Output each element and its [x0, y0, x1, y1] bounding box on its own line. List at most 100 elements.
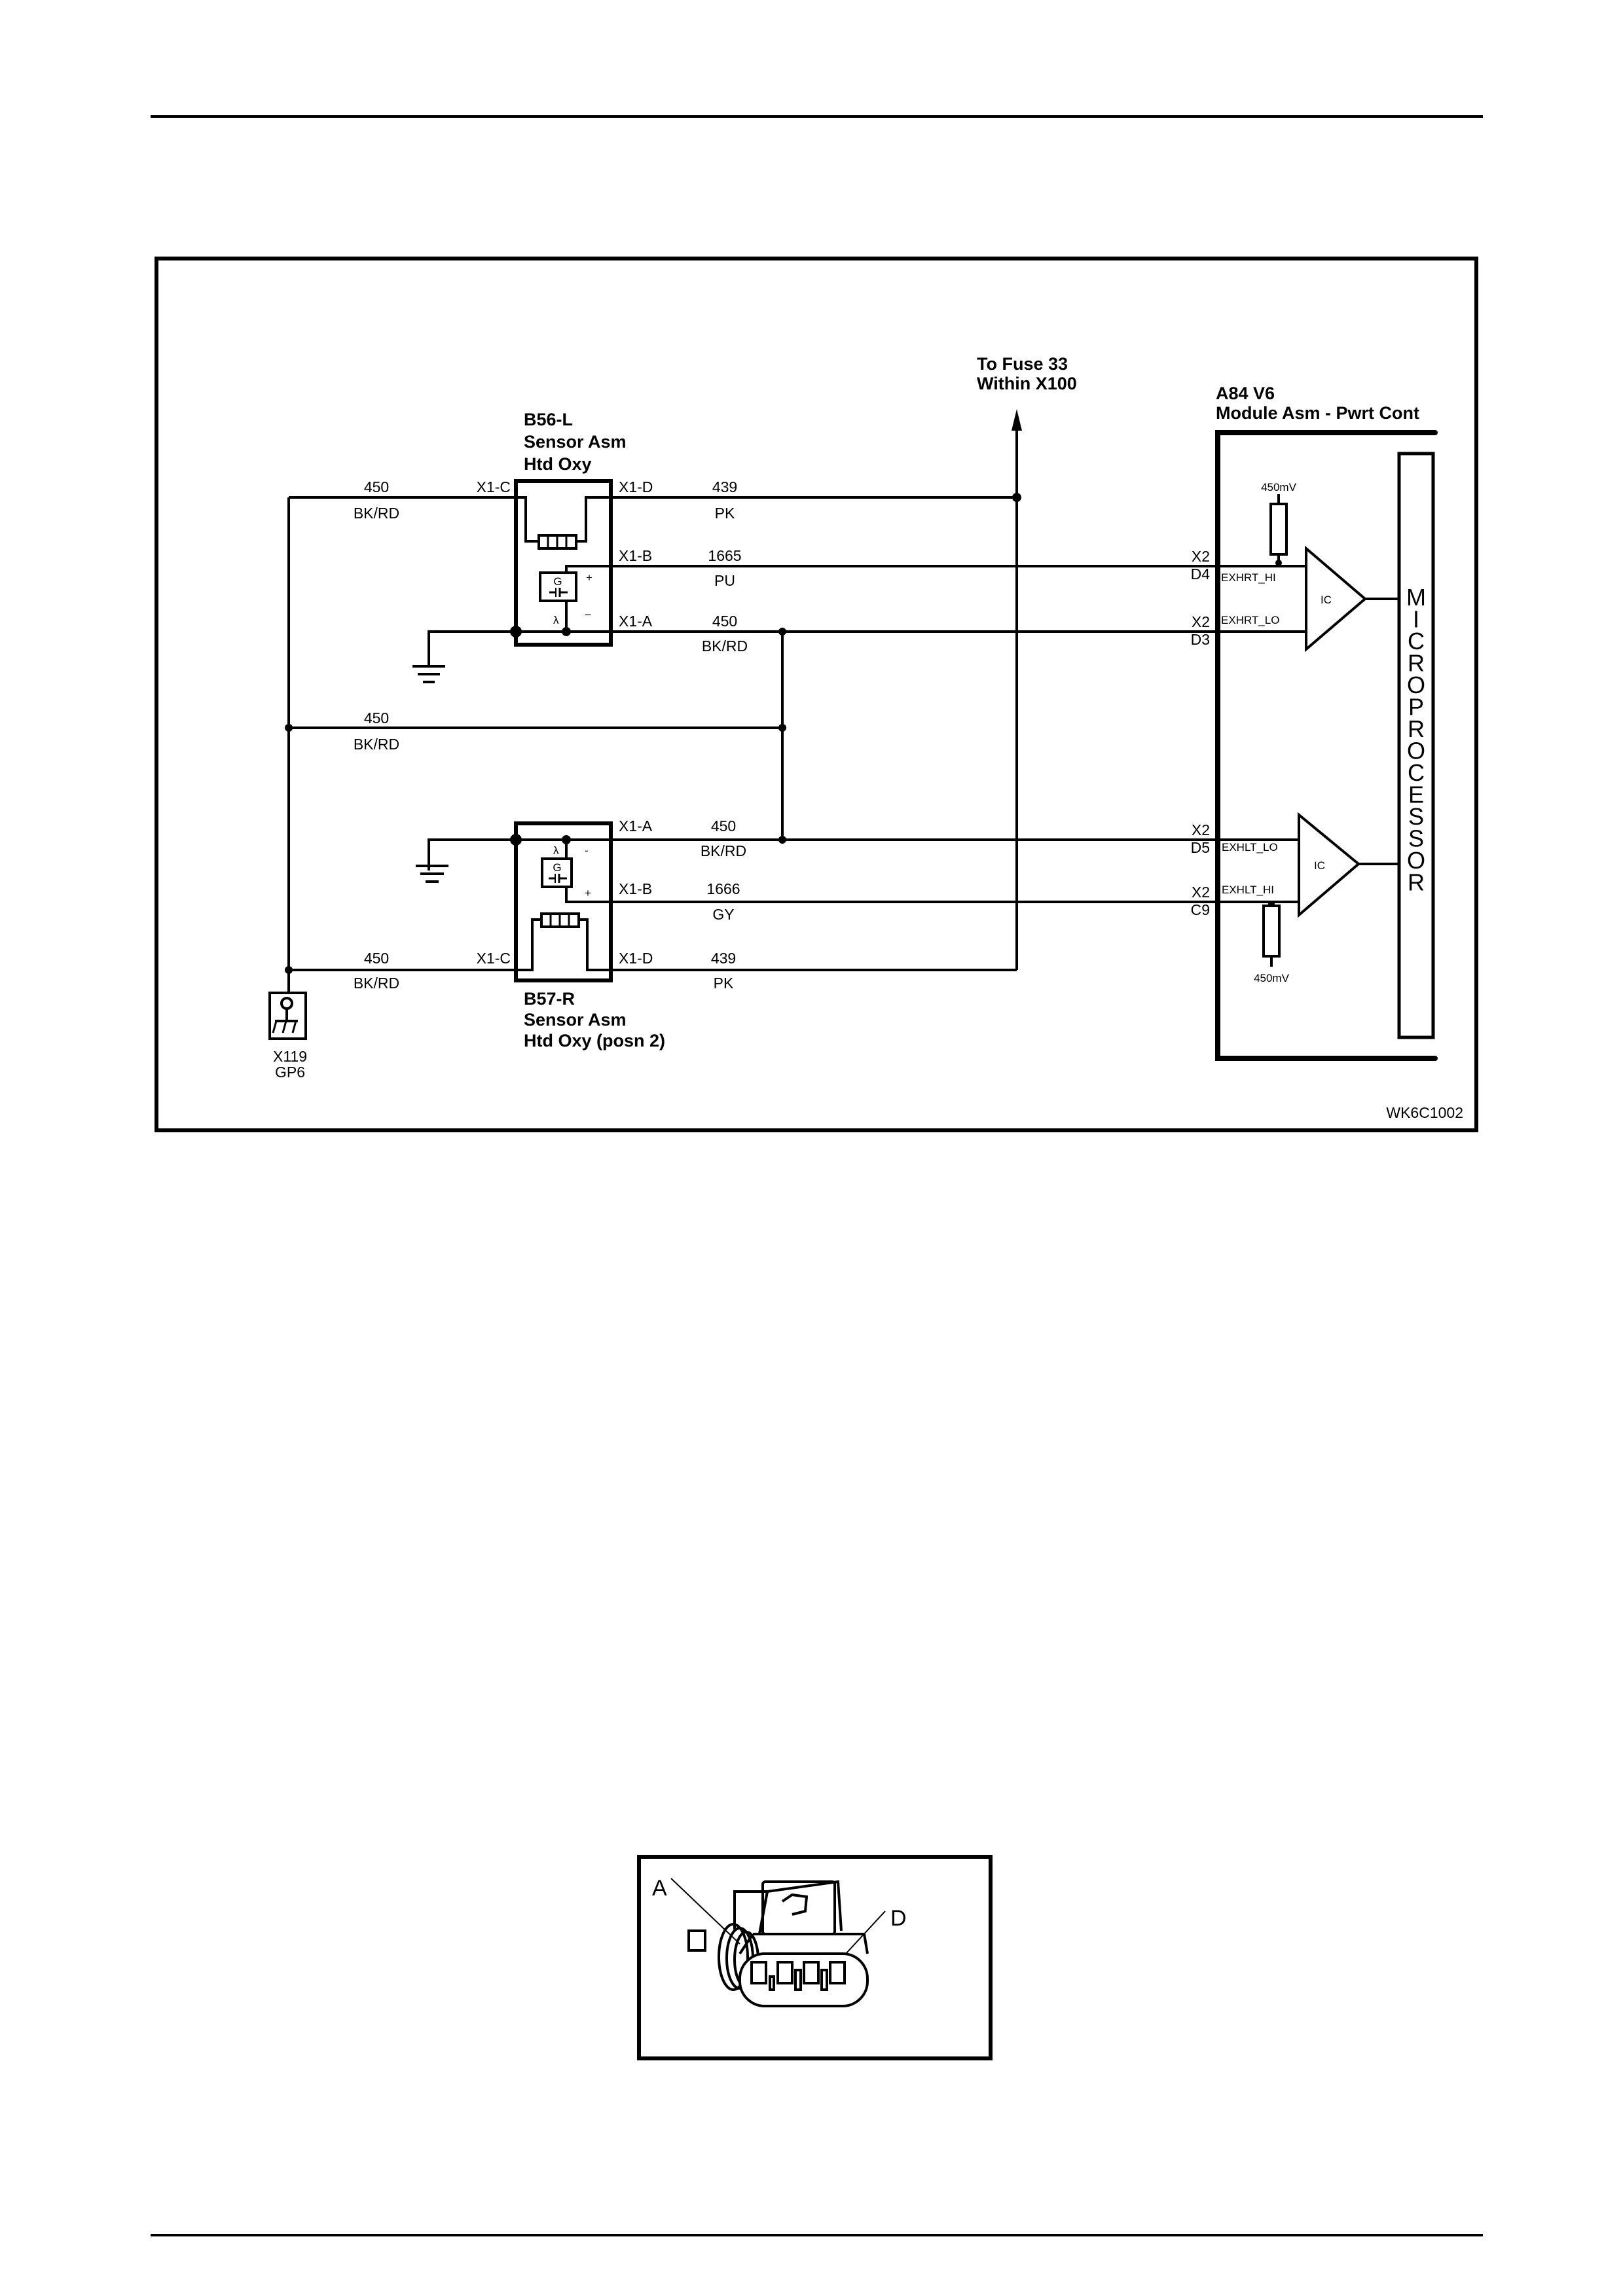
sensor-name: Sensor Asm	[524, 1010, 627, 1030]
lambda-symbol: λ	[553, 614, 559, 626]
wire-color: BK/RD	[354, 975, 399, 992]
microprocessor-letter: S	[1408, 803, 1424, 830]
sensor-id: B56-L	[524, 410, 573, 429]
polarity-plus: +	[585, 887, 591, 899]
microprocessor-letter: E	[1408, 781, 1424, 808]
pin-label: X1-B	[619, 547, 652, 564]
connector-view-frame	[637, 1855, 993, 2060]
sensor-b57-r: G λ - + B57-R Sensor Asm Htd Oxy (posn 2…	[354, 817, 746, 1050]
module-name: Module Asm - Pwrt Cont	[1216, 403, 1419, 423]
junction-dot	[778, 628, 786, 636]
pin-label: X1-C	[477, 478, 511, 495]
wire-color: PU	[714, 572, 735, 589]
oxygen-cell-icon: G	[541, 857, 573, 888]
module-a84: A84 V6 Module Asm - Pwrt Cont MICROPROCE…	[1191, 384, 1438, 1061]
microprocessor-letter: R	[1408, 869, 1425, 896]
sensor-type: Htd Oxy	[524, 454, 592, 474]
microprocessor-letter: R	[1408, 715, 1425, 742]
junction-dot	[778, 724, 786, 732]
amplifier-label: IC	[1314, 859, 1325, 872]
junction-dots	[285, 493, 1021, 974]
wire-color: PK	[714, 975, 734, 992]
junction-dot	[1012, 493, 1021, 502]
pin-label: X1-B	[619, 880, 652, 897]
wire-color: PK	[715, 505, 735, 522]
sensor-type: Htd Oxy (posn 2)	[524, 1031, 665, 1050]
connector-icon	[687, 1880, 869, 2007]
circuit-number: 450	[364, 709, 389, 726]
pin-label: X1-C	[477, 950, 511, 967]
circuit-number: 439	[711, 950, 736, 967]
microprocessor-letter: P	[1408, 694, 1424, 721]
microprocessor-letter: O	[1407, 847, 1425, 874]
module-housing	[1215, 430, 1438, 1061]
circuit-number: 1665	[708, 547, 741, 564]
lambda-symbol: λ	[553, 844, 559, 857]
sensor-b56-l: G + − λ B56-L Sensor Asm Htd Oxy X1-C X1…	[354, 410, 748, 655]
amplifier-label: IC	[1321, 594, 1332, 606]
signal-label: EXHLT_HI	[1222, 884, 1274, 896]
diagram-frame	[155, 257, 1478, 1132]
wire-color: BK/RD	[701, 842, 746, 859]
wire-color: BK/RD	[702, 637, 748, 655]
heater-element-icon	[540, 912, 580, 928]
polarity-minus: −	[585, 609, 591, 621]
signal-label: EXHRT_HI	[1221, 571, 1276, 584]
cell-letter: G	[553, 575, 562, 588]
junction-dot	[778, 836, 786, 844]
connector-label: X2	[1192, 884, 1210, 901]
microprocessor-letter: O	[1407, 738, 1425, 764]
microprocessor-block	[1397, 452, 1435, 1039]
ground-wire-upper	[428, 630, 514, 666]
pin-label: X1-A	[619, 817, 653, 834]
circuit-number: 1666	[706, 880, 740, 897]
junction-dot	[285, 724, 293, 732]
heater-element-icon	[538, 534, 577, 550]
resistor-icon	[1262, 905, 1281, 958]
chassis-ground-icon	[268, 992, 307, 1040]
arrow-up-icon	[1012, 409, 1022, 431]
connector-label: X2	[1192, 548, 1210, 565]
wires	[287, 425, 1218, 992]
wiring-diagram: G + − λ B56-L Sensor Asm Htd Oxy X1-C X1…	[155, 257, 1478, 1132]
pin-d-callout: D	[890, 1906, 907, 1931]
ground-point-x119: X119 GP6	[268, 970, 307, 1081]
microprocessor-letter: S	[1408, 825, 1424, 852]
figure-id: WK6C1002	[1386, 1104, 1463, 1121]
pin-label: C9	[1191, 901, 1210, 918]
wire-color: BK/RD	[354, 505, 399, 522]
module-id: A84 V6	[1216, 384, 1275, 403]
connector-view: A D	[637, 1855, 993, 2060]
microprocessor-letter: M	[1406, 584, 1426, 611]
ground-wire-lower	[428, 838, 514, 870]
pin-label: D4	[1191, 565, 1211, 583]
fuse-location: Within X100	[977, 374, 1077, 393]
ground-icon	[416, 865, 448, 883]
circuit-number: 439	[712, 478, 737, 495]
microprocessor-letter: C	[1408, 759, 1425, 786]
lower-amplifier: IC 450mV X2 D5 EXHLT_LO X2 C9 EXHLT_HI	[1191, 812, 1399, 984]
microprocessor-letter: R	[1408, 650, 1425, 677]
microprocessor-letter: I	[1413, 606, 1419, 633]
polarity-minus: -	[585, 844, 589, 857]
pin-label: X1-D	[619, 478, 653, 495]
circuit-number: 450	[711, 817, 736, 834]
connector-label: X2	[1192, 613, 1210, 630]
signal-label: EXHRT_LO	[1221, 614, 1279, 626]
wire-color: GY	[712, 906, 734, 923]
circuit-number: 450	[364, 478, 389, 495]
fuse-label: To Fuse 33	[977, 354, 1068, 374]
pin-a-callout: A	[652, 1876, 667, 1901]
sensor-housing	[514, 479, 613, 647]
microprocessor-letter: O	[1407, 672, 1425, 698]
circuit-number: 450	[364, 950, 389, 967]
pin-label: D3	[1191, 631, 1210, 648]
oxygen-cell-icon: G	[539, 571, 577, 602]
pin-label: X1-D	[619, 950, 653, 967]
amplifier-icon	[1298, 812, 1361, 918]
bias-voltage-label: 450mV	[1254, 972, 1290, 984]
microprocessor-letter: C	[1408, 628, 1425, 655]
signal-label: EXHLT_LO	[1222, 841, 1278, 853]
